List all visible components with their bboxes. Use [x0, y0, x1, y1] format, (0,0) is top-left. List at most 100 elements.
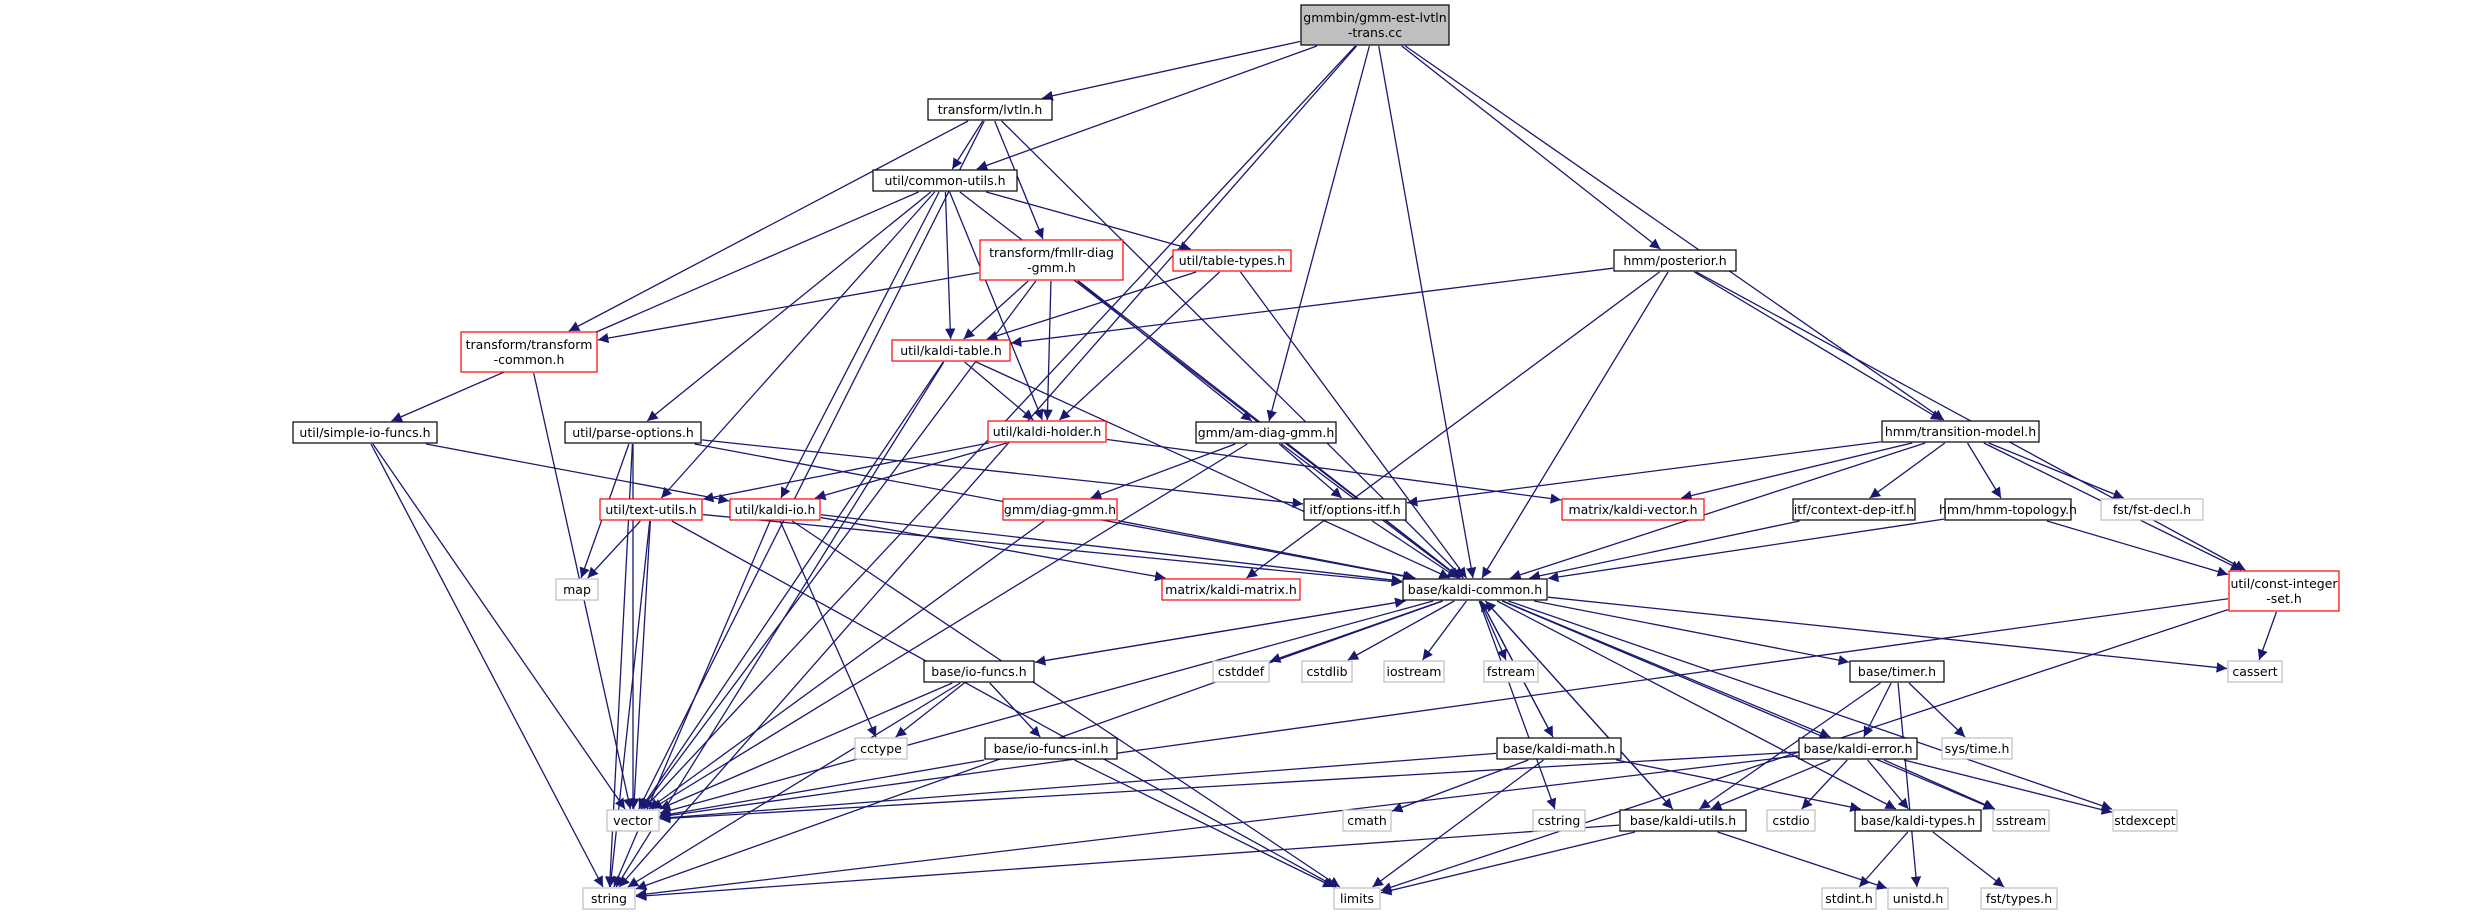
edge-diag_gmm-to-vector: [648, 520, 1045, 810]
edge-kaldi_error-to-cstdio: [1801, 759, 1848, 810]
edge-kaldi_holder-to-kaldi_vector: [1106, 438, 1562, 504]
node-box: [1619, 809, 1747, 832]
node-label: base/kaldi-common.h: [1408, 582, 1542, 597]
edge-kaldi_common-to-cassert: [1547, 596, 2228, 673]
node-text-utils[interactable]: util/text-utils.h: [599, 498, 703, 521]
node-label: util/kaldi-io.h: [735, 502, 816, 517]
node-box: [1821, 887, 1877, 910]
node-io-funcs-inl[interactable]: base/io-funcs-inl.h: [984, 737, 1118, 760]
edge-const_integer-to-cassert: [2257, 611, 2278, 661]
edge-kaldi_common-to-cstdlib: [1347, 600, 1455, 661]
node-root[interactable]: gmmbin/gmm-est-lvtln-trans.cc: [1300, 4, 1450, 46]
node-options-itf[interactable]: itf/options-itf.h: [1303, 498, 1407, 521]
edge-transition_model-to-hmm_topology: [1966, 442, 2002, 499]
node-am-diag[interactable]: gmm/am-diag-gmm.h: [1195, 421, 1337, 444]
node-box: [1798, 737, 1918, 760]
node-lvtln[interactable]: transform/lvtln.h: [927, 98, 1053, 121]
node-label: util/table-types.h: [1179, 253, 1285, 268]
node-table-types[interactable]: util/table-types.h: [1172, 249, 1292, 272]
node-transform-common[interactable]: transform/transform-common.h: [460, 331, 598, 373]
node-kaldi-io[interactable]: util/kaldi-io.h: [729, 498, 821, 521]
node-box: [1992, 809, 2050, 832]
node-label: matrix/kaldi-matrix.h: [1165, 582, 1297, 597]
edge-fmllr-to-kaldi_holder: [1042, 280, 1053, 421]
node-simple-io[interactable]: util/simple-io-funcs.h: [292, 421, 438, 444]
edge-kaldi_error-to-kaldi_utils: [1710, 759, 1831, 810]
node-kaldi-math[interactable]: base/kaldi-math.h: [1496, 737, 1622, 760]
node-label: util/parse-options.h: [572, 425, 694, 440]
edge-kaldi_common-to-cstring: [1478, 600, 1557, 810]
edge-kaldi_math-to-vector: [659, 752, 1497, 823]
node-diag-gmm[interactable]: gmm/diag-gmm.h: [1002, 498, 1118, 521]
node-timer[interactable]: base/timer.h: [1849, 660, 1945, 683]
edge-kaldi_types-to-stdint: [1858, 831, 1909, 888]
node-cstring: cstring: [1532, 809, 1586, 832]
edge-kaldi_error-to-kaldi_types: [1867, 759, 1909, 810]
edge-kaldi_math-to-kaldi_types: [1616, 759, 1861, 813]
node-kaldi-types[interactable]: base/kaldi-types.h: [1854, 809, 1982, 832]
node-label: gmm/diag-gmm.h: [1004, 502, 1116, 517]
node-unistd: unistd.h: [1887, 887, 1949, 910]
edges-layer: [370, 40, 2278, 901]
node-context-dep[interactable]: itf/context-dep-itf.h: [1792, 498, 1916, 521]
edge-kaldi_table-to-kaldi_common: [975, 361, 1451, 579]
edge-simple_io-to-string: [370, 443, 604, 888]
node-fmllr[interactable]: transform/fmllr-diag-gmm.h: [979, 239, 1124, 281]
node-common-utils[interactable]: util/common-utils.h: [872, 169, 1018, 192]
node-box: [854, 737, 908, 760]
node-transition-model[interactable]: hmm/transition-model.h: [1881, 420, 2040, 443]
edge-hmm_topology-to-kaldi_common: [1547, 518, 1945, 583]
node-label: cstdlib: [1306, 664, 1347, 679]
node-label: -trans.cc: [1348, 25, 1402, 40]
edge-root-to-lvtln: [1042, 40, 1301, 101]
node-cmath: cmath: [1342, 809, 1392, 832]
node-const-integer[interactable]: util/const-integer-set.h: [2228, 570, 2340, 612]
edge-io_funcs-to-cctype: [895, 682, 965, 738]
edge-kaldi_utils-to-limits: [1380, 831, 1636, 896]
node-label: fstream: [1487, 664, 1535, 679]
edge-kaldi_holder-to-text_utils: [702, 442, 989, 503]
edge-kaldi_common-to-iostream: [1422, 600, 1467, 661]
node-box: [1980, 887, 2058, 910]
node-parse-options[interactable]: util/parse-options.h: [564, 421, 702, 444]
node-kaldi-holder[interactable]: util/kaldi-holder.h: [987, 420, 1107, 443]
edge-io_funcs-to-kaldi_common: [1034, 597, 1406, 663]
edge-fmllr-to-transform_common: [597, 272, 980, 344]
edge-posterior-to-transition_model: [1693, 271, 1942, 421]
node-label: matrix/kaldi-vector.h: [1568, 502, 1697, 517]
node-kaldi-error[interactable]: base/kaldi-error.h: [1798, 737, 1918, 760]
node-label: base/kaldi-math.h: [1503, 741, 1616, 756]
node-io-funcs[interactable]: base/io-funcs.h: [923, 660, 1035, 683]
node-label: fst/types.h: [1986, 891, 2052, 906]
node-label: map: [563, 582, 591, 597]
node-label: hmm/hmm-topology.h: [1939, 502, 2077, 517]
node-kaldi-utils[interactable]: base/kaldi-utils.h: [1619, 809, 1747, 832]
node-label: vector: [613, 813, 654, 828]
edge-simple_io-to-kaldi_io: [426, 443, 730, 505]
node-label: cassert: [2232, 664, 2277, 679]
node-label: util/kaldi-table.h: [900, 343, 1002, 358]
edge-io_funcs-to-vector: [659, 682, 953, 810]
node-label: hmm/transition-model.h: [1885, 424, 2036, 439]
edge-kaldi_common-to-timer: [1534, 600, 1850, 666]
node-box: [984, 737, 1118, 760]
nodes-layer: gmmbin/gmm-est-lvtln-trans.cc transform/l…: [292, 4, 2340, 910]
edge-root-to-transition_model: [1404, 45, 1945, 421]
node-kaldi-common[interactable]: base/kaldi-common.h: [1402, 578, 1548, 601]
edge-posterior-to-kaldi_matrix: [1246, 271, 1660, 579]
node-kaldi-matrix[interactable]: matrix/kaldi-matrix.h: [1161, 578, 1301, 601]
node-box: [872, 169, 1018, 192]
node-box: [987, 420, 1107, 443]
edge-io_funcs_inl-to-vector: [659, 759, 985, 820]
node-label: cstring: [1538, 813, 1581, 828]
node-vector: vector: [606, 809, 660, 832]
node-box: [1613, 249, 1737, 272]
edge-common_utils-to-kaldi_table: [944, 191, 956, 340]
node-hmm-topology[interactable]: hmm/hmm-topology.h: [1939, 498, 2077, 521]
edge-text_utils-to-kaldi_common: [702, 513, 1403, 587]
node-kaldi-table[interactable]: util/kaldi-table.h: [891, 339, 1011, 362]
node-kaldi-vector[interactable]: matrix/kaldi-vector.h: [1561, 498, 1705, 521]
node-cstdio: cstdio: [1766, 809, 1816, 832]
node-box: [2112, 809, 2178, 832]
node-posterior[interactable]: hmm/posterior.h: [1613, 249, 1737, 272]
